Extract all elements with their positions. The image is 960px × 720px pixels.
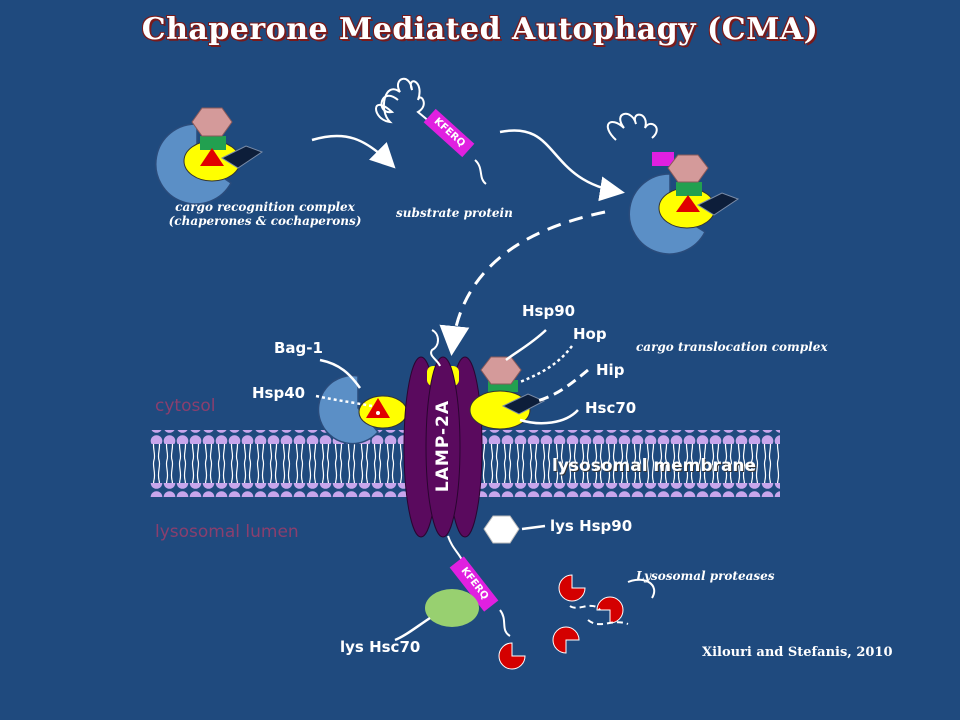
hsp40-label: Hsp40 [252,384,306,402]
substrate-tail-lumen [499,609,511,637]
hip-pointer [533,368,589,404]
lys-hsp90-pointer [521,524,546,531]
protease-pointer [627,578,656,599]
lysosomal-proteases-label: Lysosomal proteases [636,569,775,583]
cargo-translocation-label: cargo translocation complex [636,340,828,354]
credit: Xilouri and Stefanis, 2010 [702,645,893,660]
bag1-pointer [319,358,362,389]
substrate-in-lumen [447,535,463,561]
cargo-recognition-label: cargo recognition complex (chaperones & … [140,200,390,228]
hsp90-pointer [505,329,547,361]
translocation-complex [469,356,546,430]
substrate-protein [375,78,487,185]
lys-hsp90-shape [483,515,520,544]
arrow-to-substrate [311,134,396,169]
lys-hsc70-label: lys Hsc70 [340,638,421,656]
kferq-tag-lumen [449,556,499,612]
dashed-arrow-to-lysosome [439,210,606,356]
page-title: Chaperone Mediated Autophagy (CMA) [141,12,819,47]
hsp90-label: Hsp90 [522,302,576,320]
lysosomal-lumen-label: lysosomal lumen [155,522,299,542]
substrate-protein-label: substrate protein [396,206,513,220]
cytosol-label: cytosol [155,396,216,416]
hsc70-pointer [519,409,579,425]
lamp2a-label: LAMP-2A [433,399,453,493]
hop-pointer [519,345,573,384]
bag1-label: Bag-1 [274,339,323,357]
hsp40-complex [317,374,408,445]
hip-label: Hip [596,361,625,379]
lys-hsc70-pointer [394,616,431,642]
cargo-recognition-complex [155,107,264,205]
loaded-cargo-complex [606,113,740,255]
cargo-recognition-line1: cargo recognition complex [175,200,355,214]
substrate-entering [430,329,441,367]
hop-label: Hop [573,325,607,343]
lys-hsc70-shape [425,589,479,627]
hsc70-label: Hsc70 [585,399,637,417]
arrow-to-loaded-complex [499,129,625,202]
cargo-recognition-line2: (chaperones & cochaperons) [168,214,362,228]
peptide-fragments [569,604,629,626]
lys-hsp90-label: lys Hsp90 [550,517,633,535]
lysosomal-proteases [498,574,624,670]
lysosomal-membrane-label: lysosomal membrane [552,456,757,476]
